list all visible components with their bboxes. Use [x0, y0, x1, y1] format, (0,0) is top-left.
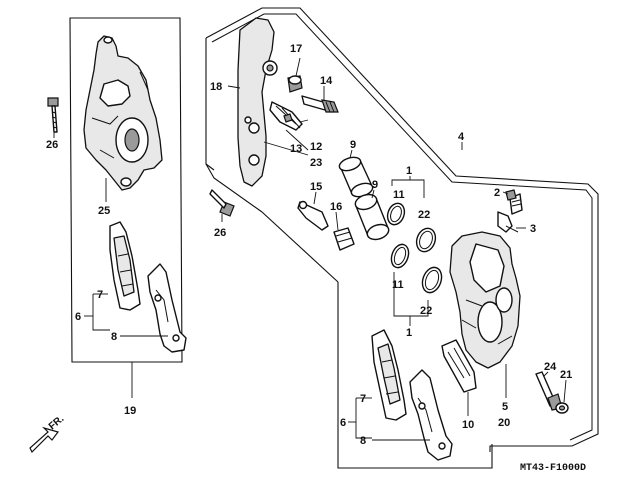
front-direction-arrow: FR. — [29, 413, 66, 454]
leader-lines — [53, 57, 567, 416]
callout-13: 13 — [290, 143, 302, 155]
callout-17: 17 — [290, 43, 302, 55]
piston-upper — [338, 156, 374, 198]
callout-4: 4 — [458, 131, 465, 143]
callout-11-upper: 11 — [393, 189, 405, 201]
brake-pad-main-7 — [371, 329, 407, 421]
callout-1-lower: 1 — [406, 327, 412, 339]
callout-22-upper: 22 — [418, 209, 430, 221]
pad-pin-carrier — [237, 17, 278, 187]
callout-1-upper: 1 — [406, 165, 412, 177]
callout-26-main: 26 — [214, 227, 226, 239]
brake-pad-left-7 — [109, 221, 141, 311]
callout-11-lower: 11 — [392, 279, 404, 291]
callout-9-lower: 9 — [372, 179, 378, 191]
mounting-bolt-left — [47, 97, 59, 133]
pin-plug-17 — [287, 75, 303, 93]
pad-pin-14 — [301, 95, 339, 113]
slide-pin-15 — [297, 200, 329, 231]
callout-16: 16 — [330, 201, 342, 213]
callout-12: 12 — [310, 141, 322, 153]
callout-5: 5 — [502, 401, 508, 413]
caliper-bracket — [83, 35, 163, 191]
main-pad-brackets — [348, 397, 430, 441]
callout-22-lower: 22 — [420, 305, 432, 317]
diagram-code: MT43-F1000D — [520, 463, 586, 474]
callout-7-left: 7 — [97, 289, 103, 301]
callout-19: 19 — [124, 405, 136, 417]
callout-6-left: 6 — [75, 311, 81, 323]
seal-brackets — [391, 176, 429, 326]
callout-labels: 26 25 7 6 8 19 17 14 18 13 12 23 9 9 15 … — [46, 43, 572, 447]
callout-26-left: 26 — [46, 139, 58, 151]
piston-seals-lower — [390, 243, 443, 294]
callout-23: 23 — [310, 157, 322, 169]
piston-seals-upper — [386, 202, 437, 253]
callout-14: 14 — [320, 75, 333, 87]
callout-2: 2 — [494, 187, 500, 199]
mounting-bolt-main — [209, 189, 235, 217]
brake-pad-left-8 — [147, 263, 187, 353]
bleeder-screw — [505, 189, 523, 215]
callout-10: 10 — [462, 419, 474, 431]
piston-lower — [354, 193, 390, 241]
bleeder-cap — [497, 211, 519, 233]
pad-spring — [269, 101, 303, 131]
pin-boot-16 — [333, 227, 355, 251]
nut-21 — [555, 402, 569, 414]
brake-pad-main-8 — [409, 369, 453, 461]
callout-6-main: 6 — [340, 417, 346, 429]
left-pad-brackets — [84, 293, 168, 337]
callout-21: 21 — [560, 369, 572, 381]
pad-set-frame — [261, 211, 493, 469]
main-assembly-frame — [205, 7, 599, 452]
callout-8-main: 8 — [360, 435, 366, 447]
callout-7-main: 7 — [360, 393, 366, 405]
pad-retainer — [441, 339, 477, 393]
callout-25: 25 — [98, 205, 110, 217]
callout-18: 18 — [210, 81, 222, 93]
callout-24: 24 — [544, 361, 557, 373]
callout-15: 15 — [310, 181, 322, 193]
callout-8-left: 8 — [111, 331, 117, 343]
left-assembly-frame — [69, 17, 183, 363]
caliper-body — [449, 231, 521, 369]
callout-3: 3 — [530, 223, 536, 235]
callout-20: 20 — [498, 417, 510, 429]
callout-9-upper: 9 — [350, 139, 356, 151]
